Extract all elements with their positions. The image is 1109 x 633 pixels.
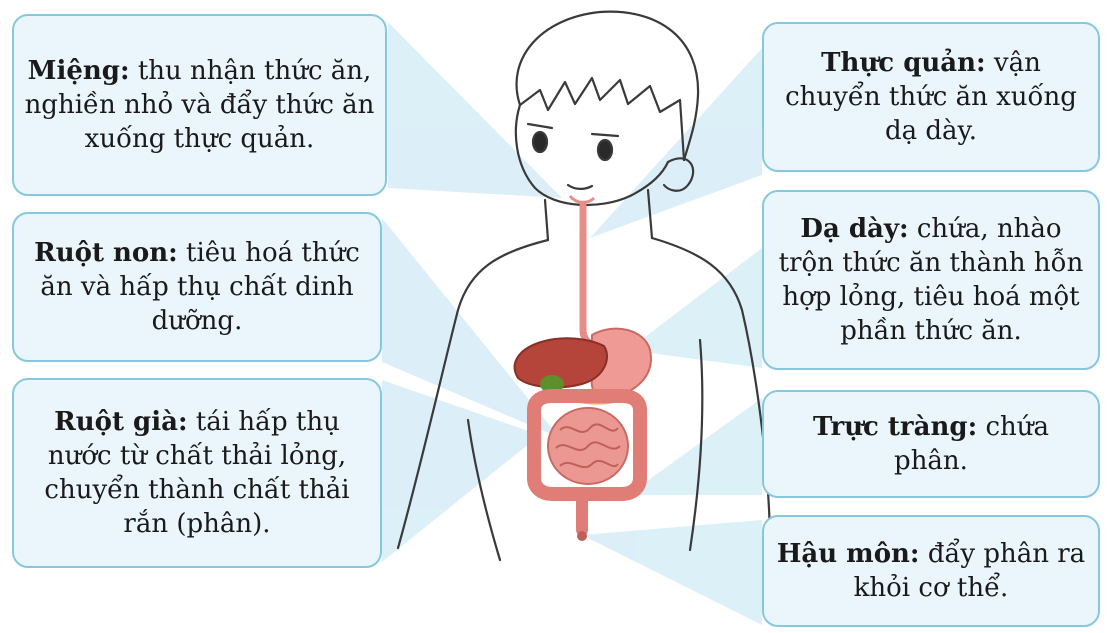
- term-mieng: Miệng:: [28, 56, 130, 86]
- term-hau-mon: Hậu môn:: [777, 539, 920, 569]
- pointer-mieng: [388, 22, 562, 198]
- box-truc-trang: Trực tràng: chứa phân.: [762, 390, 1100, 498]
- term-ruot-non: Ruột non:: [34, 238, 178, 268]
- left-brow: [528, 124, 552, 128]
- anus: [577, 531, 587, 541]
- oral-cavity: [570, 196, 594, 202]
- neck-left: [545, 200, 548, 240]
- right-brow: [592, 134, 618, 136]
- term-ruot-gia: Ruột già:: [54, 407, 187, 437]
- box-thuc-quan: Thực quản: vận chuyển thức ăn xuống dạ d…: [762, 22, 1100, 172]
- term-truc-trang: Trực tràng:: [813, 412, 977, 442]
- esophagus: [583, 205, 596, 346]
- box-mieng: Miệng: thu nhận thức ăn, nghiền nhỏ và đ…: [12, 14, 387, 196]
- digestive-organs: [515, 196, 651, 541]
- box-ruot-gia: Ruột già: tái hấp thụ nước từ chất thải …: [12, 378, 382, 568]
- term-da-day: Dạ dày:: [800, 214, 908, 244]
- box-hau-mon: Hậu môn: đẩy phân ra khỏi cơ thể.: [762, 515, 1100, 627]
- right-eye: [598, 140, 612, 160]
- pointer-thuc-quan: [590, 48, 762, 238]
- pointer-wedges: [382, 22, 762, 625]
- box-ruot-non: Ruột non: tiêu hoá thức ăn và hấp thụ ch…: [12, 212, 382, 362]
- box-da-day: Dạ dày: chứa, nhào trộn thức ăn thành hỗ…: [762, 190, 1100, 370]
- left-eye: [533, 132, 547, 152]
- term-thuc-quan: Thực quản:: [821, 48, 985, 78]
- mouth: [568, 185, 592, 189]
- right-torso: [690, 340, 702, 550]
- pointer-hau-mon: [582, 520, 762, 625]
- pointer-truc-trang: [628, 398, 762, 495]
